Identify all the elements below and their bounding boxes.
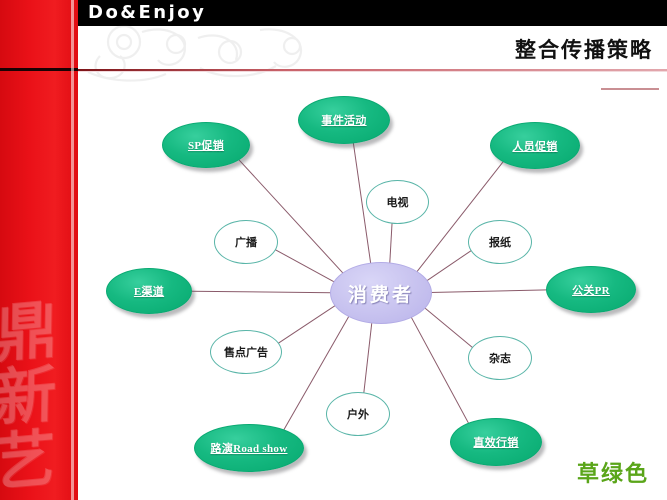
connector-line-6 [410, 316, 470, 424]
node-label: 公关PR [572, 284, 610, 297]
header-rule-soft [78, 71, 667, 72]
node-label: 报纸 [489, 237, 511, 249]
center-node-label: 消费者 [347, 284, 414, 306]
red-band-gradient [0, 0, 78, 500]
node-channel-5[interactable]: 路演Road show [194, 424, 304, 472]
header-rule [78, 69, 667, 71]
connector-line-10 [277, 304, 337, 344]
header-white-strip [78, 26, 667, 71]
node-media-7[interactable]: 电视 [366, 180, 429, 224]
connector-line-3 [190, 290, 333, 294]
node-channel-0[interactable]: 事件活动 [298, 96, 390, 144]
connector-line-4 [429, 289, 548, 294]
node-label: E渠道 [133, 286, 165, 298]
node-media-12[interactable]: 户外 [326, 392, 390, 436]
node-channel-2[interactable]: 人员促销 [490, 122, 580, 169]
red-band-divider [0, 68, 78, 71]
node-label: 电视 [386, 197, 409, 209]
node-label: 广播 [235, 237, 257, 249]
node-media-8[interactable]: 广播 [214, 220, 278, 264]
node-channel-4[interactable]: 公关PR [546, 266, 636, 313]
connector-line-12 [363, 322, 373, 394]
node-channel-6[interactable]: 直效行销 [450, 418, 542, 466]
node-label: 售点广告 [224, 347, 268, 359]
node-media-10[interactable]: 售点广告 [210, 330, 282, 374]
node-label: 路演Road show [210, 443, 288, 455]
node-label: 直效行销 [473, 437, 519, 449]
connector-line-8 [274, 249, 336, 283]
header-black-bar [78, 0, 667, 26]
node-label: 户外 [347, 409, 369, 421]
center-node-consumer[interactable]: 消费者 [330, 262, 432, 324]
node-label: 人员促销 [512, 140, 558, 153]
node-channel-1[interactable]: SP促销 [162, 122, 250, 168]
connector-line-11 [423, 306, 474, 349]
red-band-seam [71, 0, 74, 500]
node-label: 事件活动 [321, 115, 367, 127]
header-accent-dash [601, 88, 659, 90]
legend-grass-green: 草绿色 [576, 461, 649, 486]
connector-line-7 [389, 222, 393, 264]
left-red-band: 鼎新艺 [0, 0, 78, 500]
node-media-11[interactable]: 杂志 [468, 336, 532, 380]
page-title: 整合传播策略 [515, 38, 653, 62]
node-label: SP促销 [187, 140, 225, 152]
brand-logo-text: Do&Enjoy [88, 2, 207, 23]
node-media-9[interactable]: 报纸 [468, 220, 532, 264]
connector-line-9 [425, 249, 472, 282]
node-channel-3[interactable]: E渠道 [106, 268, 192, 314]
node-label: 杂志 [489, 353, 511, 365]
